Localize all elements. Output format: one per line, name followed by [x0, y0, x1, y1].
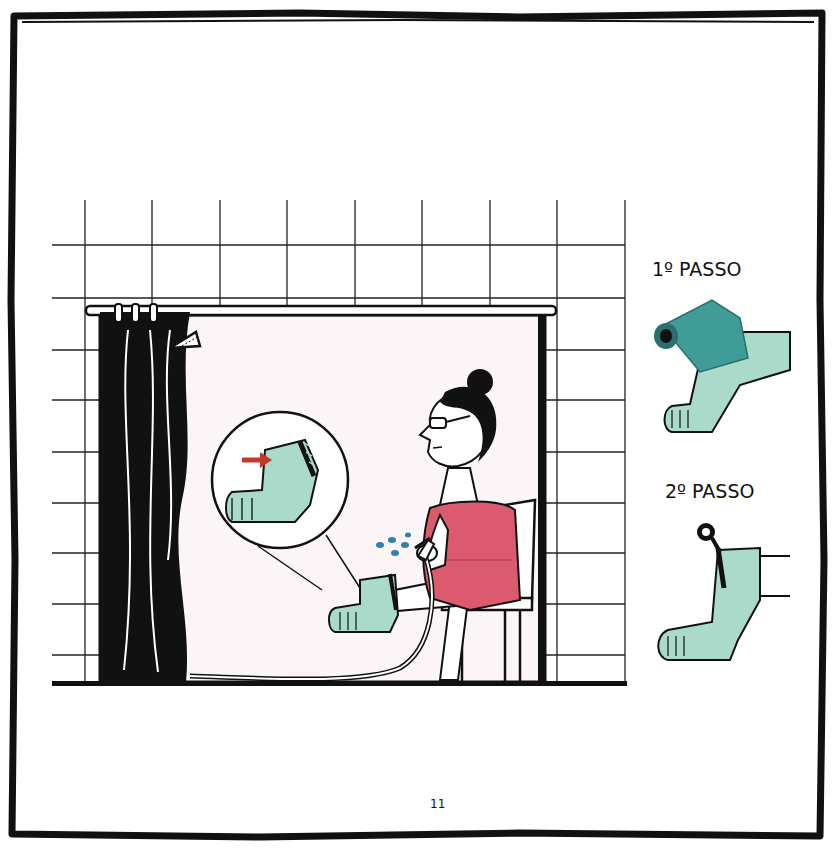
step-2-illustration — [658, 523, 790, 660]
water-drops — [376, 533, 411, 557]
frame-texture — [22, 20, 814, 22]
hand-shower — [190, 538, 434, 679]
shower-head — [170, 330, 200, 350]
floor-line — [52, 681, 627, 686]
magnifier — [212, 412, 360, 590]
covered-foot — [329, 574, 398, 632]
step-1-illustration — [654, 300, 790, 432]
woman — [385, 369, 520, 680]
curtain-folds — [124, 330, 171, 672]
page-frame — [11, 13, 824, 837]
curtain-rings — [115, 304, 157, 322]
shower-wall-edge — [538, 315, 545, 682]
tile-wall — [52, 200, 625, 683]
page-number: 11 — [430, 797, 445, 811]
shower-curtain — [100, 312, 190, 682]
step-heading: 2º PASSO — [665, 480, 754, 502]
step-heading: 1º PASSO — [652, 258, 741, 280]
